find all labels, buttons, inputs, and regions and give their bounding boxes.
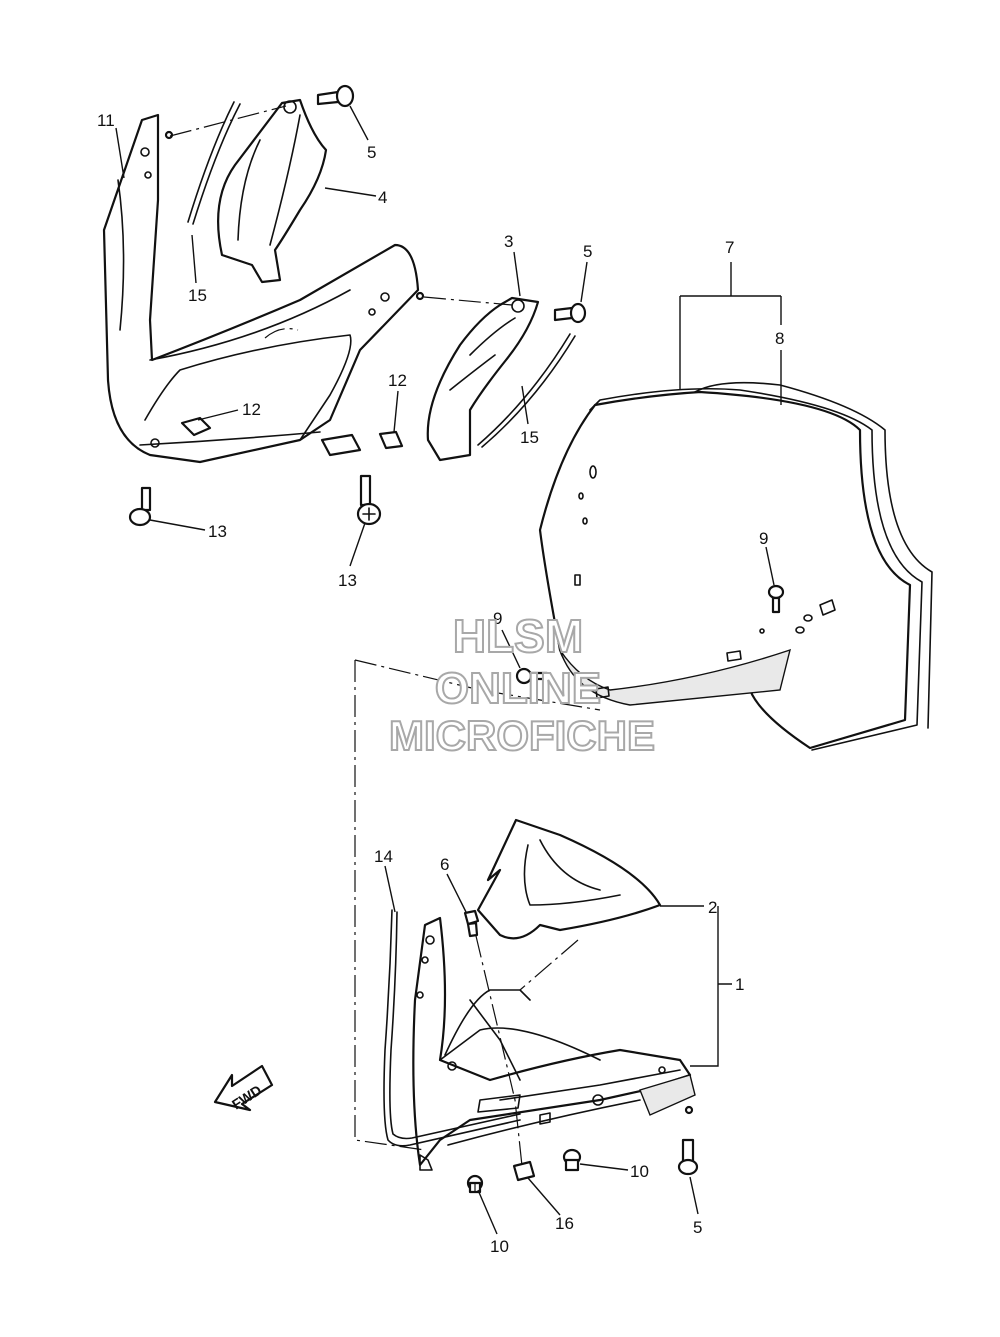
watermark-line-1: HLSM	[453, 610, 583, 662]
seal-strip-part-14	[383, 909, 521, 1147]
callout-7: 7	[725, 238, 734, 257]
rivet-upper-right	[415, 291, 425, 301]
bracket-tab	[320, 433, 362, 457]
screw-part-13-left	[128, 486, 152, 527]
callout-labels: 11 5 4 15 3 5 7 8 12 12 15 13 13 9 9 14 …	[97, 111, 784, 1256]
windscreen-part-7	[538, 381, 933, 751]
watermark-line-2: ONLINE	[435, 664, 601, 713]
callout-1: 1	[735, 975, 744, 994]
callout-9-left: 9	[493, 609, 502, 628]
callout-9-right: 9	[759, 529, 768, 548]
watermark: HLSM ONLINE MICROFICHE	[388, 609, 656, 760]
callout-5-lower: 5	[693, 1218, 702, 1237]
leader-lines	[115, 105, 782, 1235]
side-bracket-part-4	[217, 98, 328, 284]
callout-10-right: 10	[630, 1162, 649, 1181]
rivet-upper-left	[164, 130, 174, 140]
nut-part-16	[512, 1160, 536, 1182]
callout-4: 4	[378, 188, 387, 207]
stud-lower	[684, 1105, 694, 1115]
callout-13-left: 13	[208, 522, 227, 541]
nut-part-12-left	[180, 416, 212, 437]
callout-15-middle: 15	[520, 428, 539, 447]
fwd-arrow-icon: FWD	[213, 1064, 274, 1113]
screw-part-13-right	[356, 474, 382, 526]
bolt-part-5-upper	[316, 84, 355, 108]
callout-5-upper: 5	[367, 143, 376, 162]
assembly-line-windscreen	[354, 659, 601, 711]
callout-5-middle: 5	[583, 242, 592, 261]
callout-2: 2	[708, 898, 717, 917]
callout-6: 6	[440, 855, 449, 874]
callout-8: 8	[775, 329, 784, 348]
callout-12-right: 12	[388, 371, 407, 390]
inner-panel-part-3	[426, 296, 540, 462]
callout-11: 11	[97, 111, 115, 130]
screw-part-9-left	[515, 667, 549, 685]
collar-part-10-right	[562, 1148, 582, 1172]
screw-part-6	[463, 909, 480, 938]
assembly-line-upper-left	[169, 105, 287, 137]
callout-13-right: 13	[338, 571, 357, 590]
assembly-line-screw-6	[475, 935, 523, 1167]
meter-cover-part-2	[476, 818, 662, 940]
screw-part-9-right	[759, 584, 785, 634]
callout-3: 3	[504, 232, 513, 251]
bolt-part-5-lower	[677, 1138, 699, 1176]
inner-bracket-part-1	[412, 916, 696, 1171]
seal-strip-part-15-upper	[187, 101, 241, 225]
assembly-line-lower-frame	[354, 660, 426, 1151]
bolt-part-5-middle	[553, 302, 587, 324]
upper-cowling-part-11	[102, 113, 420, 464]
assembly-line-upper-right	[423, 296, 513, 306]
callout-12-left: 12	[242, 400, 261, 419]
assembly-line-mid	[519, 939, 579, 991]
callout-15-upper: 15	[188, 286, 207, 305]
nut-part-12-right	[378, 430, 404, 450]
seal-strip-part-15-middle	[477, 333, 576, 448]
callout-14: 14	[374, 847, 393, 866]
callout-16: 16	[555, 1214, 574, 1233]
callout-10-left: 10	[490, 1237, 509, 1256]
watermark-line-3: MICROFICHE	[389, 712, 655, 759]
